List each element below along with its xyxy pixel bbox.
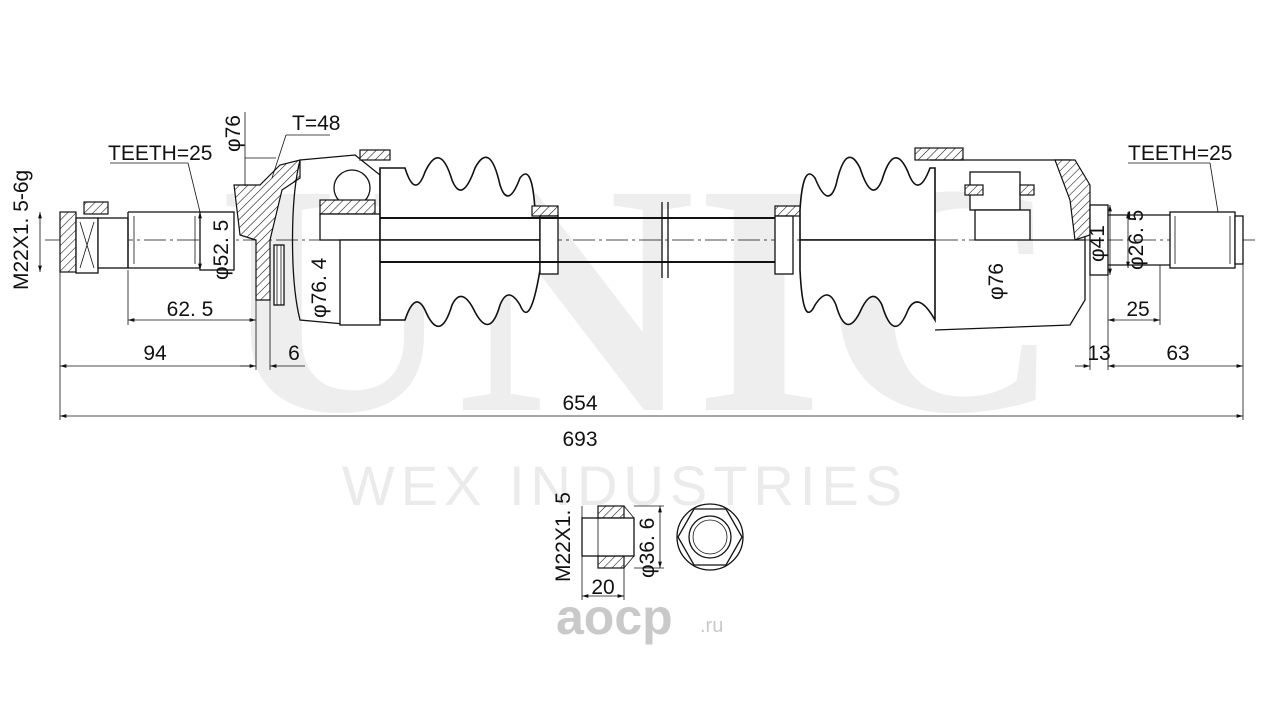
phi52-5-label: φ52. 5 <box>210 220 233 280</box>
phi36-6-label: φ36. 6 <box>636 518 659 578</box>
shaft-assembly <box>45 147 1255 331</box>
logo-suffix: .ru <box>700 615 723 637</box>
phi76-right-label: φ76 <box>985 263 1008 300</box>
thread-left-label: M22X1. 5-6g <box>10 170 33 290</box>
logo-name: aocp <box>556 589 673 645</box>
phi76-top-label: φ76 <box>222 115 245 152</box>
dim-13: 13 <box>1087 342 1110 365</box>
nut-detail <box>581 503 744 600</box>
phi41-label: φ41 <box>1086 225 1109 262</box>
nut-thread-label: M22X1. 5 <box>552 492 575 582</box>
phi26-5-label: φ26. 5 <box>1125 210 1148 270</box>
teeth-left-label: TEETH=25 <box>108 142 212 165</box>
dim-25: 25 <box>1126 298 1149 321</box>
phi76-4-label: φ76. 4 <box>308 257 331 318</box>
dim-654: 654 <box>562 392 597 415</box>
t-label: T=48 <box>292 112 340 135</box>
dim-63: 63 <box>1166 342 1189 365</box>
dim-94: 94 <box>143 342 167 365</box>
dim-6: 6 <box>288 342 300 365</box>
teeth-right-label: TEETH=25 <box>1128 142 1232 165</box>
dim-62-5: 62. 5 <box>167 298 214 321</box>
dimension-lines <box>38 112 1244 420</box>
dim-20: 20 <box>591 576 614 599</box>
dim-693: 693 <box>562 428 597 451</box>
